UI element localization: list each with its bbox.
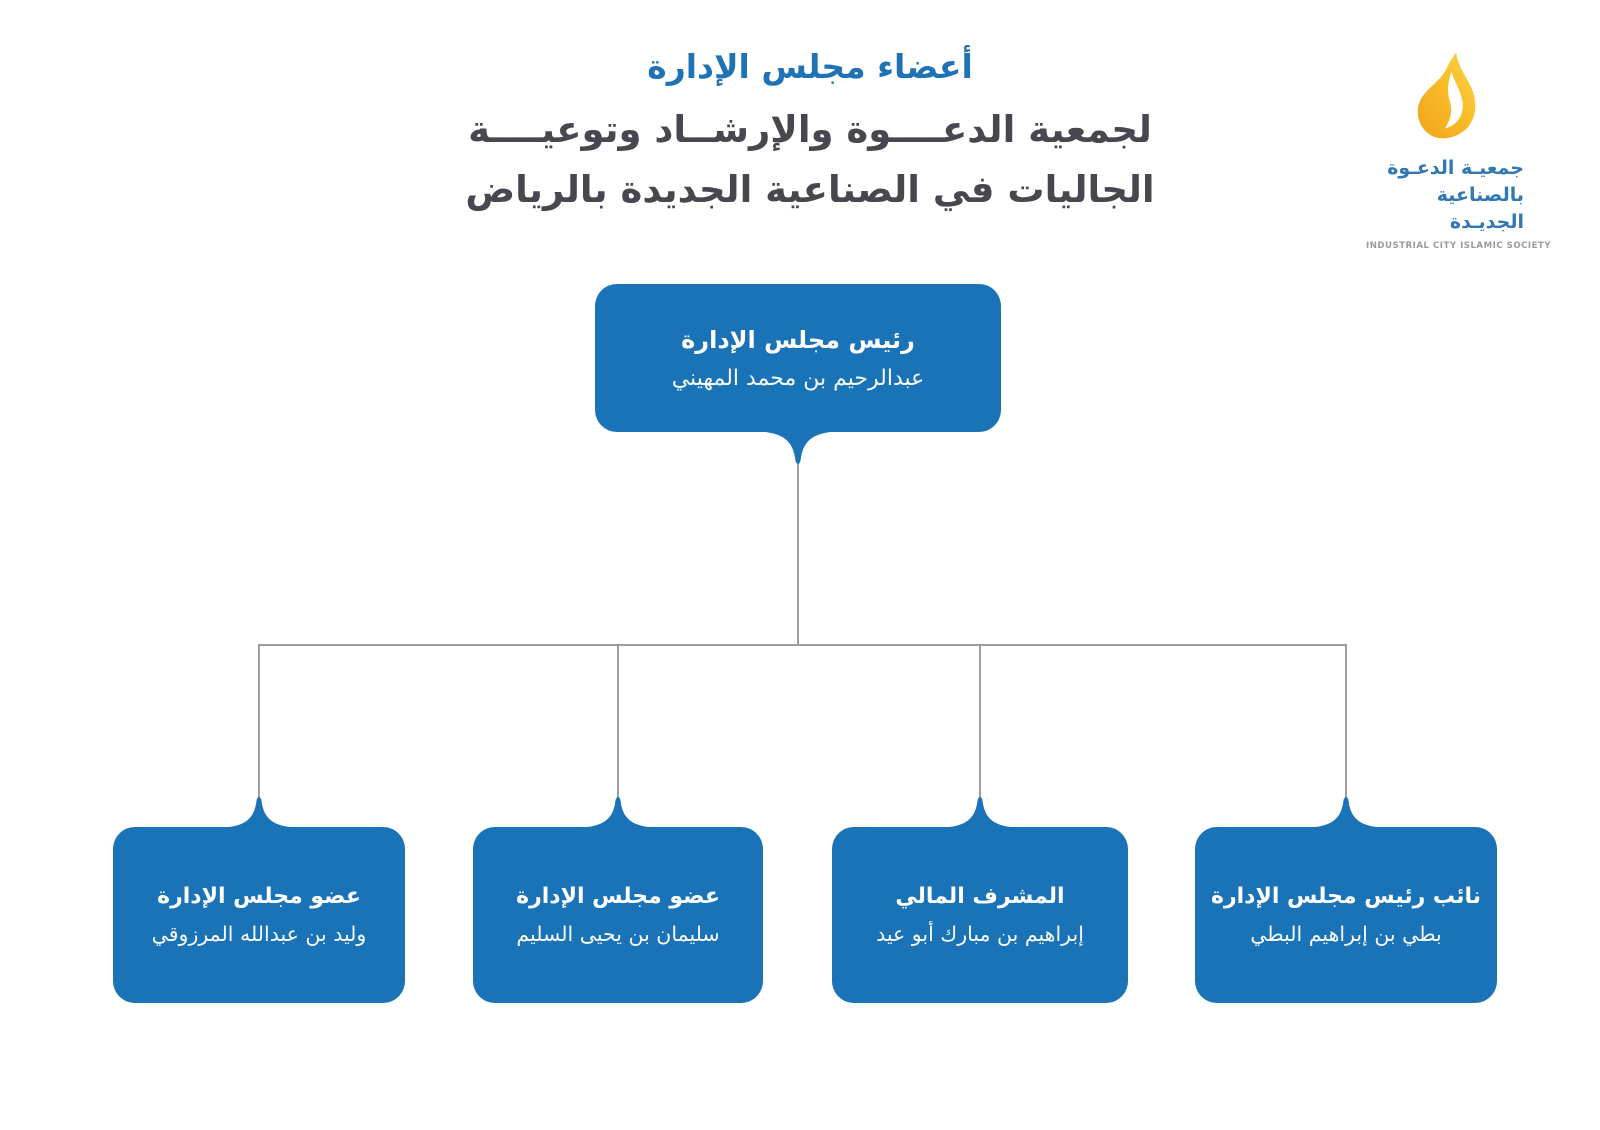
- connector-member-3-vertical: [979, 645, 981, 803]
- org-node-member-walid: عضو مجلس الإدارة وليد بن عبدالله المرزوق…: [113, 796, 405, 1003]
- org-node-vice-chairman: نائب رئيس مجلس الإدارة بطي بن إبراهيم ال…: [1195, 796, 1497, 1003]
- flame-icon: [1417, 52, 1476, 139]
- node-role: عضو مجلس الإدارة: [157, 884, 361, 909]
- node-role: نائب رئيس مجلس الإدارة: [1210, 884, 1481, 909]
- node-tail-icon: [937, 796, 1023, 828]
- org-node-chairman: رئيس مجلس الإدارة عبدالرحيم بن محمد المه…: [595, 284, 1001, 464]
- logo-arabic-line-2: بالصناعية الجديـدة: [1436, 184, 1524, 233]
- connector-root-vertical: [797, 455, 799, 645]
- node-person: عبدالرحيم بن محمد المهيني: [671, 365, 925, 391]
- node-role: المشرف المالي: [895, 884, 1065, 909]
- connector-member-2-vertical: [617, 645, 619, 803]
- page-subtitle-line-1: لجمعية الدعــــوة والإرشــاد وتوعيــــة: [468, 108, 1152, 151]
- node-person: وليد بن عبدالله المرزوقي: [151, 922, 367, 946]
- society-logo: جمعيـة الدعـوة بالصناعية الجديـدة INDUST…: [1366, 52, 1552, 251]
- org-node-member-sulaiman: عضو مجلس الإدارة سليمان بن يحيى السليم: [473, 796, 763, 1003]
- node-role: رئيس مجلس الإدارة: [681, 325, 915, 354]
- node-tail-icon: [575, 796, 661, 828]
- node-tail-icon: [753, 431, 843, 464]
- page-header: أعضاء مجلس الإدارة لجمعية الدعــــوة وال…: [390, 42, 1230, 220]
- connector-member-4-vertical: [1345, 645, 1347, 803]
- node-role: عضو مجلس الإدارة: [516, 884, 720, 909]
- connector-member-1-vertical: [258, 645, 260, 803]
- connector-horizontal: [258, 644, 1347, 646]
- node-tail-icon: [1303, 796, 1389, 828]
- page-subtitle-line-2: الجاليات في الصناعية الجديدة بالرياض: [465, 168, 1155, 211]
- org-node-financial-supervisor: المشرف المالي إبراهيم بن مبارك أبو عيد: [832, 796, 1128, 1003]
- page-title: أعضاء مجلس الإدارة: [647, 47, 973, 86]
- node-person: بطي بن إبراهيم البطي: [1250, 922, 1442, 946]
- node-tail-icon: [216, 796, 302, 828]
- logo-arabic-line-1: جمعيـة الدعـوة: [1387, 157, 1524, 179]
- node-person: إبراهيم بن مبارك أبو عيد: [876, 922, 1084, 946]
- node-person: سليمان بن يحيى السليم: [516, 922, 720, 946]
- logo-english-caption: INDUSTRIAL CITY ISLAMIC SOCIETY: [1366, 241, 1552, 251]
